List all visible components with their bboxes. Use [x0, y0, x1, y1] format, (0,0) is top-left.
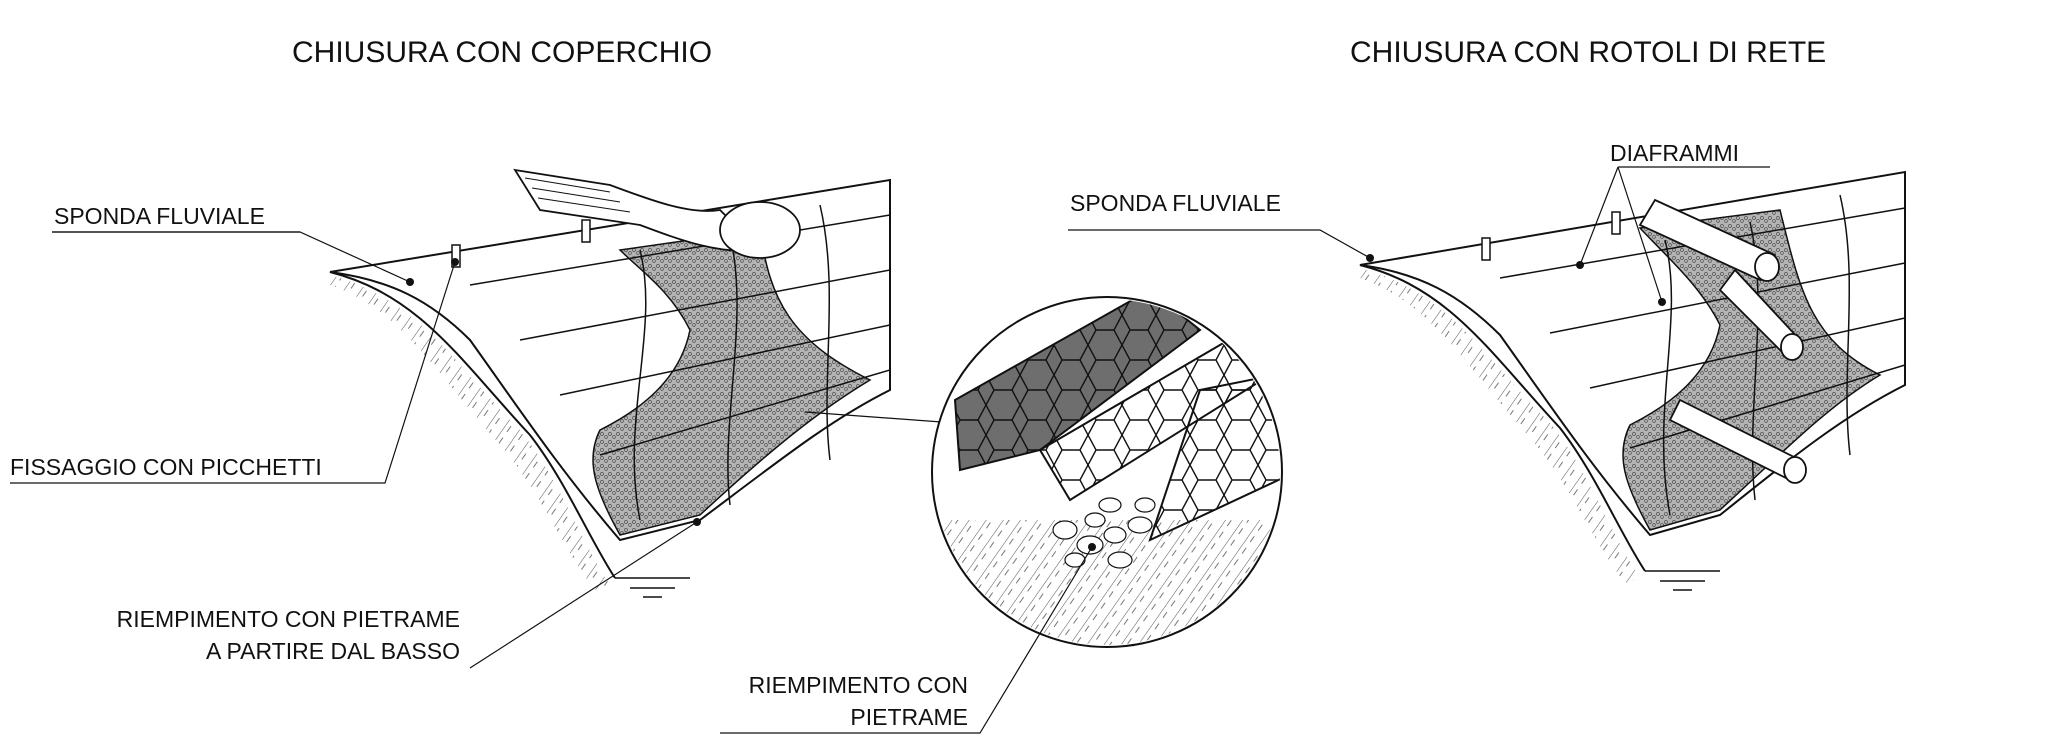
- left-water-symbol: [615, 577, 690, 598]
- left-soil-hatch: [330, 275, 610, 590]
- left-bank-outline: [329, 271, 616, 579]
- label-diaframmi: DIAFRAMMI: [1610, 140, 1740, 166]
- right-drawing: [1359, 166, 1906, 591]
- right-stake-2: [1611, 211, 1621, 235]
- right-leaders: [1579, 166, 1770, 303]
- left-lid-roll: [719, 201, 801, 259]
- right-stone-fill: [1622, 209, 1882, 531]
- left-stake-1: [451, 244, 461, 268]
- right-water-symbol: [1645, 570, 1720, 591]
- label-riempimento-left-line2: A PARTIRE DAL BASSO: [206, 638, 460, 664]
- title-left: CHIUSURA CON COPERCHIO: [292, 36, 713, 69]
- label-sponda-fluviale-center: SPONDA FLUVIALE: [1070, 190, 1281, 216]
- left-stake-2: [581, 219, 591, 243]
- left-mattress-grid: [469, 204, 891, 521]
- center-detail: [931, 296, 1283, 648]
- label-fissaggio-con-picchetti: FISSAGGIO CON PICCHETTI: [10, 454, 322, 480]
- right-soil-hatch: [1360, 268, 1640, 583]
- label-riempimento-center-line2: PIETRAME: [850, 704, 968, 730]
- right-net-rolls: [1638, 198, 1807, 484]
- detail-dark-mattress: [953, 299, 1202, 472]
- label-riempimento-left-line1: RIEMPIMENTO CON PIETRAME: [116, 606, 460, 632]
- left-leader-dots: [406, 258, 701, 526]
- center-leaders: [720, 229, 1371, 734]
- left-stone-fill: [592, 229, 872, 536]
- label-riempimento-center-line1: RIEMPIMENTO CON: [748, 672, 968, 698]
- left-leaders: [10, 231, 956, 669]
- label-sponda-fluviale-left: SPONDA FLUVIALE: [54, 203, 265, 229]
- detail-stones: [1052, 497, 1156, 569]
- right-stake-1: [1481, 237, 1491, 261]
- left-drawing: [329, 168, 891, 598]
- title-right: CHIUSURA CON ROTOLI DI RETE: [1350, 36, 1827, 69]
- left-lid-lines: [524, 177, 631, 213]
- right-bank-outline: [1359, 264, 1646, 572]
